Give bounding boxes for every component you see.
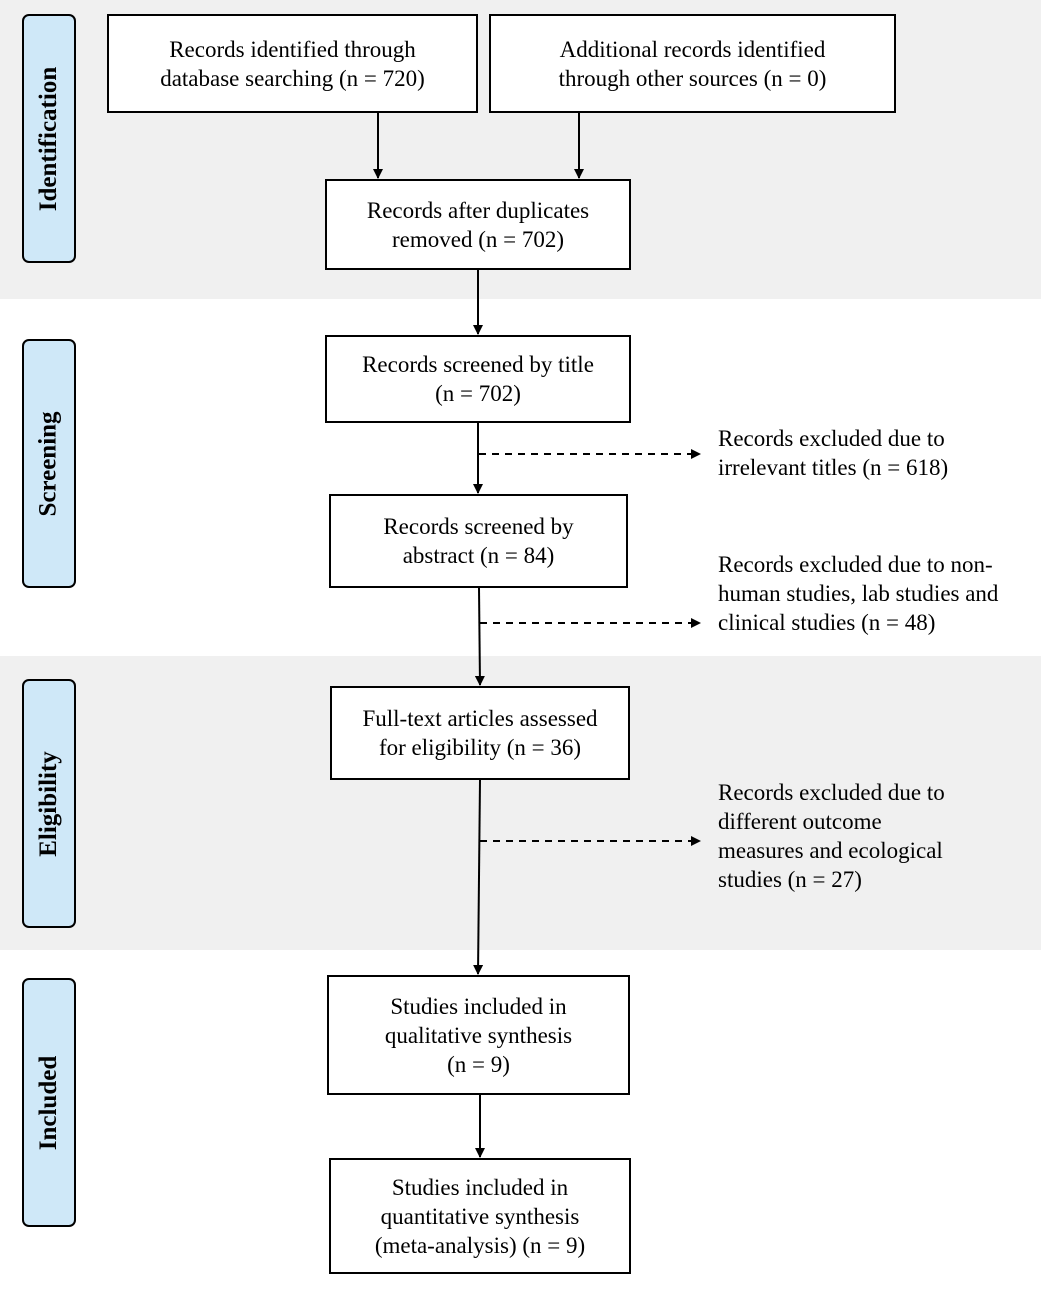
box-database-search: Records identified through database sear… bbox=[107, 14, 478, 113]
box-quantitative-text: Studies included in quantitative synthes… bbox=[374, 1174, 586, 1258]
phase-screening-label: Screening bbox=[35, 410, 62, 517]
box-full-text: Full-text articles assessed for eligibil… bbox=[330, 686, 630, 780]
phase-identification-label: Identification bbox=[35, 66, 63, 211]
phase-screening: Screening bbox=[22, 339, 76, 588]
box-other-sources-text: Additional records identified through ot… bbox=[558, 36, 827, 91]
box-after-duplicates: Records after duplicates removed (n = 70… bbox=[325, 179, 631, 270]
box-other-sources: Additional records identified through ot… bbox=[489, 14, 896, 113]
box-screened-title-text: Records screened by title (n = 702) bbox=[362, 352, 594, 406]
box-quantitative: Studies included in quantitative synthes… bbox=[329, 1158, 631, 1274]
phase-included-label: Included bbox=[35, 1055, 63, 1150]
phase-eligibility-label: Eligibility bbox=[35, 750, 62, 857]
exclusion-titles: Records excluded due to irrelevant title… bbox=[718, 426, 949, 480]
box-database-search-text: Records identified through database sear… bbox=[160, 36, 425, 91]
box-full-text-text: Full-text articles assessed for eligibil… bbox=[362, 706, 598, 760]
phase-identification: Identification bbox=[22, 14, 76, 263]
box-qualitative-text: Studies included in qualitative synthesi… bbox=[384, 993, 573, 1077]
phase-eligibility: Eligibility bbox=[22, 679, 76, 928]
phase-included: Included bbox=[22, 978, 76, 1227]
box-screened-abstract: Records screened by abstract (n = 84) bbox=[329, 494, 628, 588]
box-after-duplicates-text: Records after duplicates removed (n = 70… bbox=[366, 197, 590, 252]
box-screened-title: Records screened by title (n = 702) bbox=[325, 335, 631, 423]
exclusion-full-text: Records excluded due to different outcom… bbox=[718, 780, 945, 892]
box-qualitative: Studies included in qualitative synthesi… bbox=[327, 975, 630, 1095]
exclusion-abstracts: Records excluded due to non- human studi… bbox=[718, 552, 999, 635]
box-screened-abstract-text: Records screened by abstract (n = 84) bbox=[383, 514, 574, 568]
